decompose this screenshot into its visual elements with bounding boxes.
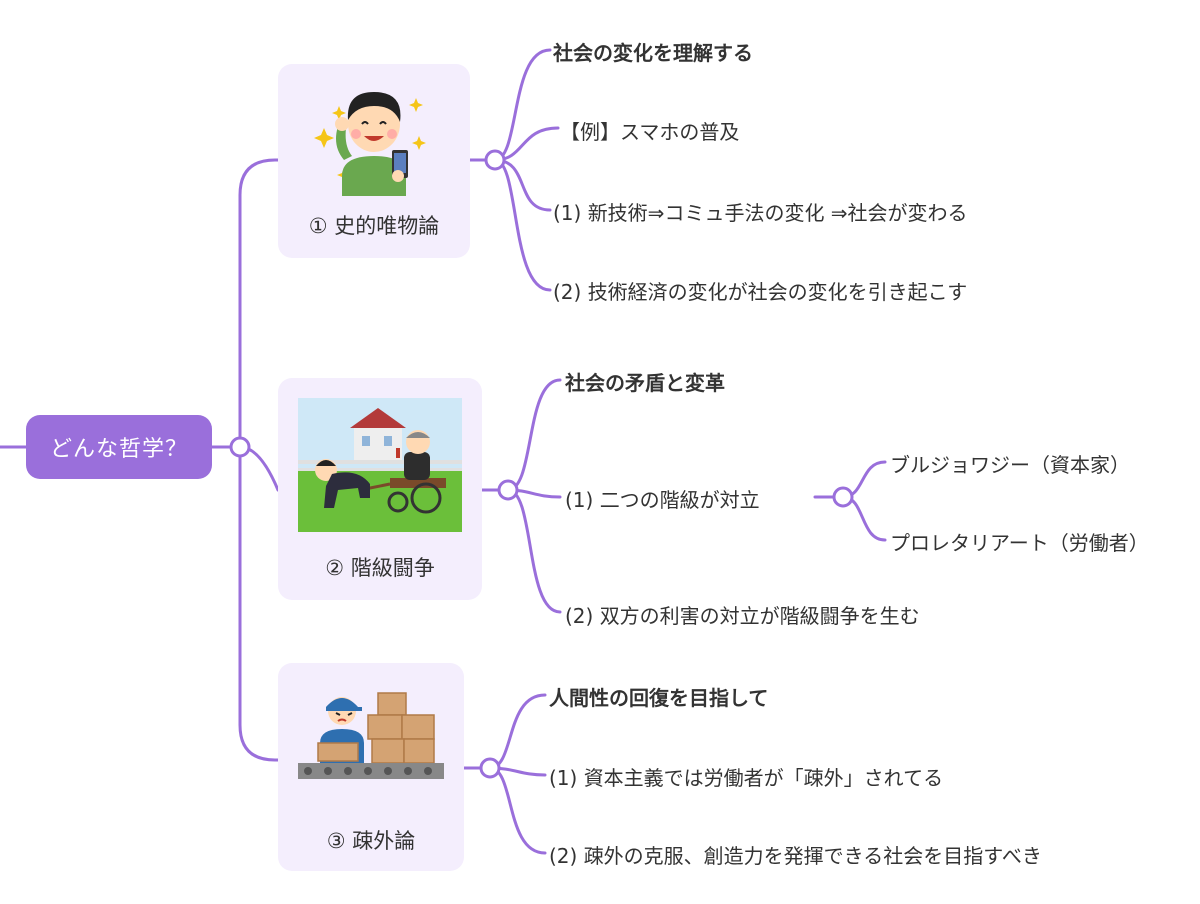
branch-2-sub-item-2: プロレタリアート（労働者） <box>890 531 1149 555</box>
branch-1-item-1: 【例】スマホの普及 <box>560 120 740 144</box>
branch-1-item-2: (1) 新技術⇒コミュ手法の変化 ⇒社会が変わる <box>553 201 968 225</box>
smartphone-person-icon <box>314 92 426 196</box>
root-node[interactable]: どんな哲学？ <box>26 415 212 479</box>
branch-card-3[interactable]: ③ 疎外論 <box>278 663 464 871</box>
branch-card-1[interactable]: ① 史的唯物論 <box>278 64 470 258</box>
connector-root-branch-1 <box>210 158 280 449</box>
connector-root-branch-3 <box>210 445 280 762</box>
branch-2-heading: 社会の矛盾と変革 <box>565 371 725 395</box>
branch-2-item-1: (1) 二つの階級が対立 <box>565 488 760 512</box>
branch-1-node-dot <box>484 149 506 171</box>
factory-worker-icon <box>298 692 444 779</box>
branch-3-heading: 人間性の回復を目指して <box>549 686 769 710</box>
branch-3-item-1: (1) 資本主義では労働者が「疎外」されてる <box>549 766 944 790</box>
branch-1-heading: 社会の変化を理解する <box>553 41 753 65</box>
branch-1-item-3: (2) 技術経済の変化が社会の変化を引き起こす <box>553 280 968 304</box>
branch-2-item-2: (2) 双方の利害の対立が階級闘争を生む <box>565 604 920 628</box>
sub-node-dot <box>832 486 854 508</box>
branch-1-title: ① 史的唯物論 <box>308 214 440 238</box>
branch-3-title: ③ 疎外論 <box>326 829 416 853</box>
branch-card-2[interactable]: ② 階級闘争 <box>278 378 482 600</box>
branch-2-title: ② 階級闘争 <box>325 556 435 580</box>
branch-3-item-2: (2) 疎外の克服、創造力を発揮できる社会を目指すべき <box>549 844 1042 868</box>
branch-3-node-dot <box>479 757 501 779</box>
root-node-dot <box>229 436 251 458</box>
branch-2-node-dot <box>497 479 519 501</box>
class-struggle-icon <box>298 398 462 532</box>
branch-2-sub-item-1: ブルジョワジー（資本家） <box>890 453 1130 477</box>
root-label: どんな哲学？ <box>49 437 188 462</box>
